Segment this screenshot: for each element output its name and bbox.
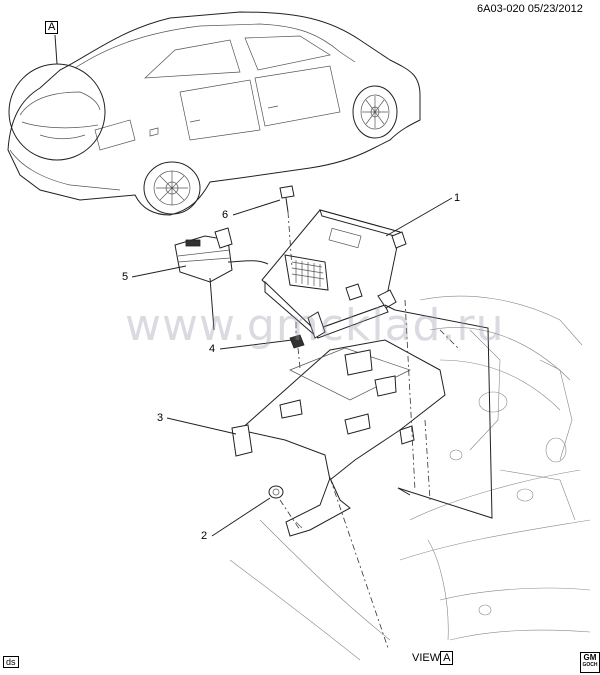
ds-tag: ds bbox=[3, 656, 19, 668]
diagram-code: 6A03-020 05/23/2012 bbox=[477, 3, 583, 15]
part-1-control-module bbox=[261, 209, 407, 339]
callout-2: 2 bbox=[201, 530, 208, 542]
part-3-bracket bbox=[231, 339, 446, 537]
frame-lines bbox=[384, 304, 493, 519]
callout-6: 6 bbox=[222, 209, 229, 221]
floor-pan-structure bbox=[229, 295, 591, 661]
part-6-bolt bbox=[279, 185, 295, 269]
diagram-date: 05/23/2012 bbox=[527, 3, 583, 15]
view-letter-box: A bbox=[440, 651, 454, 665]
callout-4: 4 bbox=[209, 343, 216, 355]
vehicle-outline bbox=[7, 11, 421, 216]
diagram-code-number: 6A03-020 bbox=[477, 3, 525, 15]
callout-1: 1 bbox=[454, 192, 461, 204]
part-2-nut bbox=[268, 485, 301, 531]
part-4-clip bbox=[289, 322, 305, 369]
view-a-reference-box: A bbox=[45, 21, 59, 34]
view-word: VIEW bbox=[412, 652, 441, 664]
gm-logo: GM GOCH bbox=[580, 652, 600, 673]
alignment-lines bbox=[329, 299, 461, 649]
gm-logo-bottom-text: GOCH bbox=[582, 662, 598, 668]
part-5-sensor bbox=[174, 227, 269, 331]
gm-logo-top-text: GM bbox=[583, 653, 597, 662]
callout-leaders bbox=[131, 197, 453, 537]
watermark-text: www.gmcklad.ru bbox=[125, 300, 505, 351]
view-a-reference-letter: A bbox=[48, 21, 56, 33]
callout-3: 3 bbox=[157, 412, 164, 424]
callout-5: 5 bbox=[122, 271, 129, 283]
